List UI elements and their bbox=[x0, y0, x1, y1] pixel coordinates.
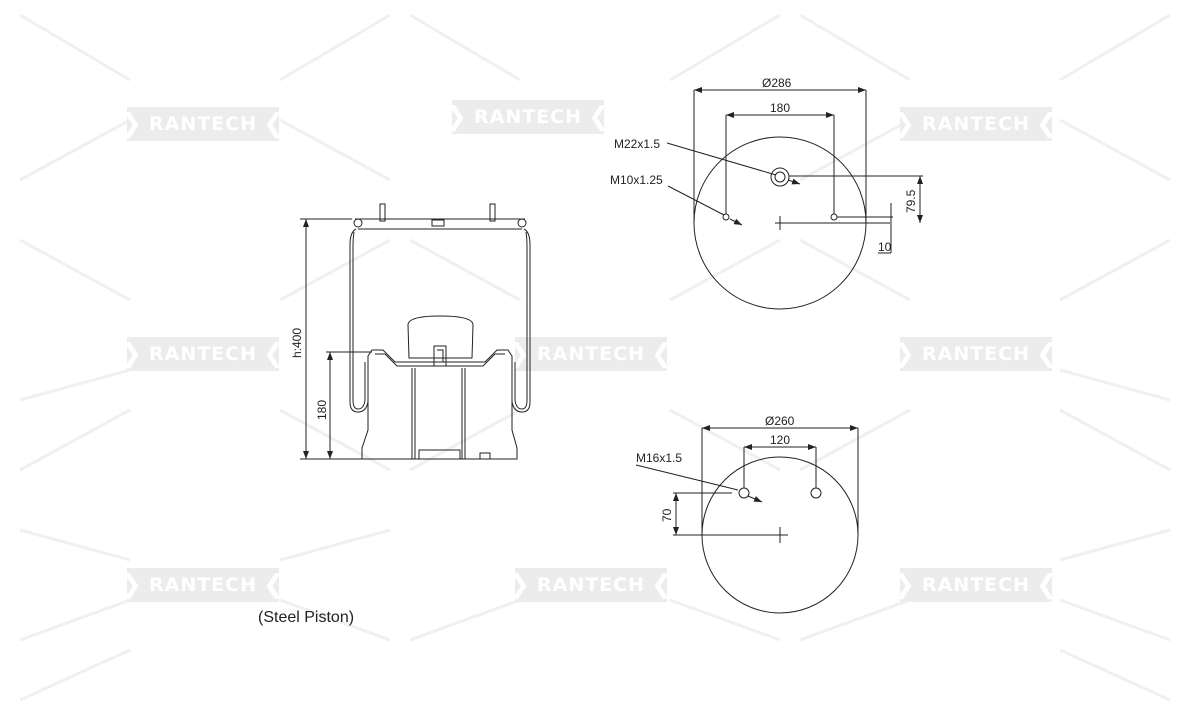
thread-label: M16x1.5 bbox=[636, 451, 682, 465]
side-view bbox=[300, 203, 531, 460]
air-port-label: M22x1.5 bbox=[614, 137, 660, 151]
watermark: ❯RANTECH❮ bbox=[120, 107, 286, 141]
watermark: ❯RANTECH❮ bbox=[893, 107, 1059, 141]
watermark: ❯RANTECH❮ bbox=[893, 337, 1059, 371]
piston-type-caption: (Steel Piston) bbox=[258, 609, 355, 626]
watermark: ❯RANTECH❮ bbox=[508, 568, 674, 602]
top-plate bbox=[355, 218, 525, 230]
bellows-right bbox=[511, 228, 531, 413]
watermark: ❯RANTECH❮ bbox=[893, 568, 1059, 602]
height-dimension-label: h:400 bbox=[290, 328, 304, 358]
watermark: ❯RANTECH❮ bbox=[120, 337, 286, 371]
stud-label: M10x1.25 bbox=[610, 173, 663, 187]
stud-left bbox=[379, 203, 386, 222]
bump-stop bbox=[407, 315, 474, 359]
bottom-bolt-spacing-label: 120 bbox=[770, 433, 790, 447]
bottom-diameter-label: Ø260 bbox=[765, 414, 795, 428]
bottom-offset-label: 70 bbox=[660, 508, 674, 522]
bellows-left bbox=[349, 228, 369, 413]
top-plate-view bbox=[666, 87, 923, 310]
port-offset-label: 79.5 bbox=[904, 189, 918, 213]
watermark: ❯RANTECH❮ bbox=[120, 568, 286, 602]
stud-offset-label: 10 bbox=[878, 240, 892, 254]
watermark: ❯RANTECH❮ bbox=[508, 337, 674, 371]
watermark: ❯RANTECH❮ bbox=[445, 100, 611, 134]
top-bolt-spacing-label: 180 bbox=[770, 101, 790, 115]
stud-right bbox=[489, 203, 496, 222]
bottom-plate-view bbox=[635, 425, 859, 614]
piston-height-label: 180 bbox=[315, 400, 329, 420]
top-diameter-label: Ø286 bbox=[762, 76, 792, 90]
piston bbox=[361, 349, 518, 460]
